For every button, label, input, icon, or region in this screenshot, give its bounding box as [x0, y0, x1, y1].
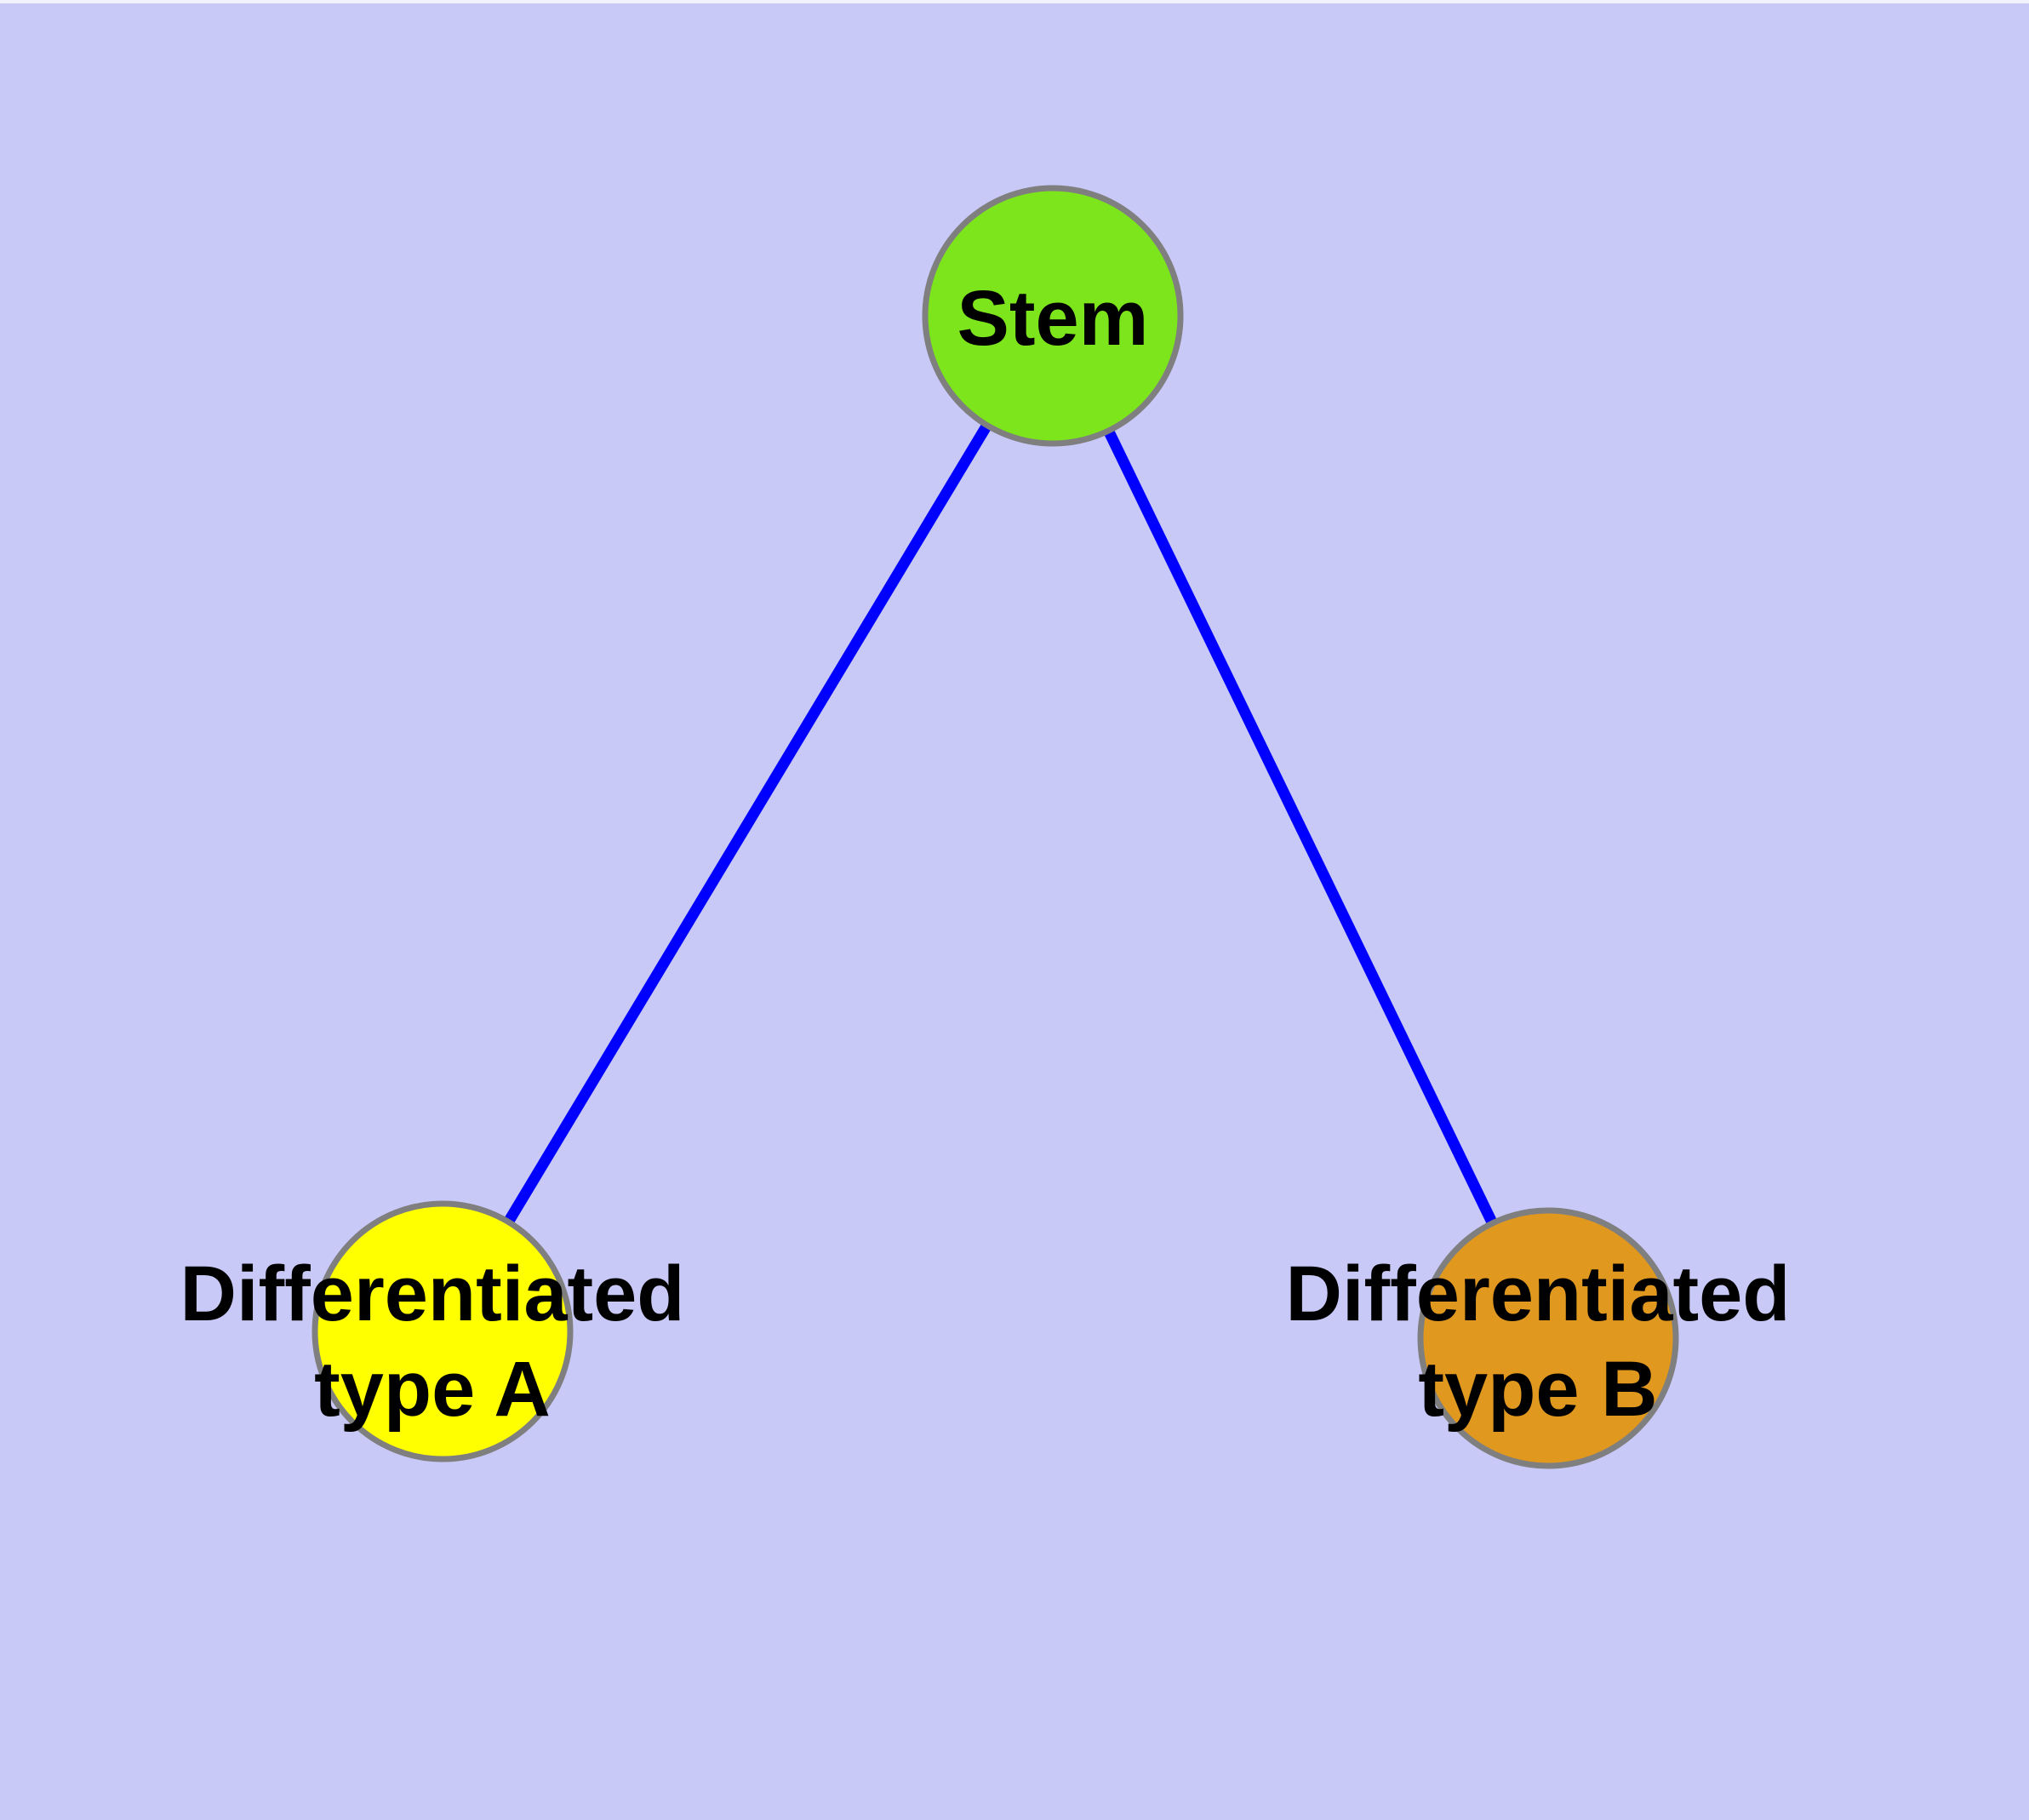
node-type-b-circle [1417, 1207, 1679, 1469]
node-type-a-circle [311, 1200, 574, 1462]
node-type-a-label-line2: type A [314, 1346, 551, 1433]
edge-stem-to-type-a [437, 312, 1058, 1335]
node-type-b-label-line2: type B [1418, 1346, 1657, 1433]
top-edge-strip [0, 0, 2029, 3]
edge-stem-to-type-b [1048, 313, 1553, 1341]
node-stem-circle [922, 185, 1184, 447]
node-differentiated-type-b [1417, 1207, 1679, 1469]
node-differentiated-type-a [311, 1200, 574, 1462]
node-stem-label: Stem [957, 275, 1149, 362]
node-type-a-label-line1: Differentiated [180, 1251, 685, 1337]
node-stem [922, 185, 1184, 447]
edge-group [437, 312, 1553, 1341]
node-type-b-label-line1: Differentiated [1286, 1251, 1791, 1337]
